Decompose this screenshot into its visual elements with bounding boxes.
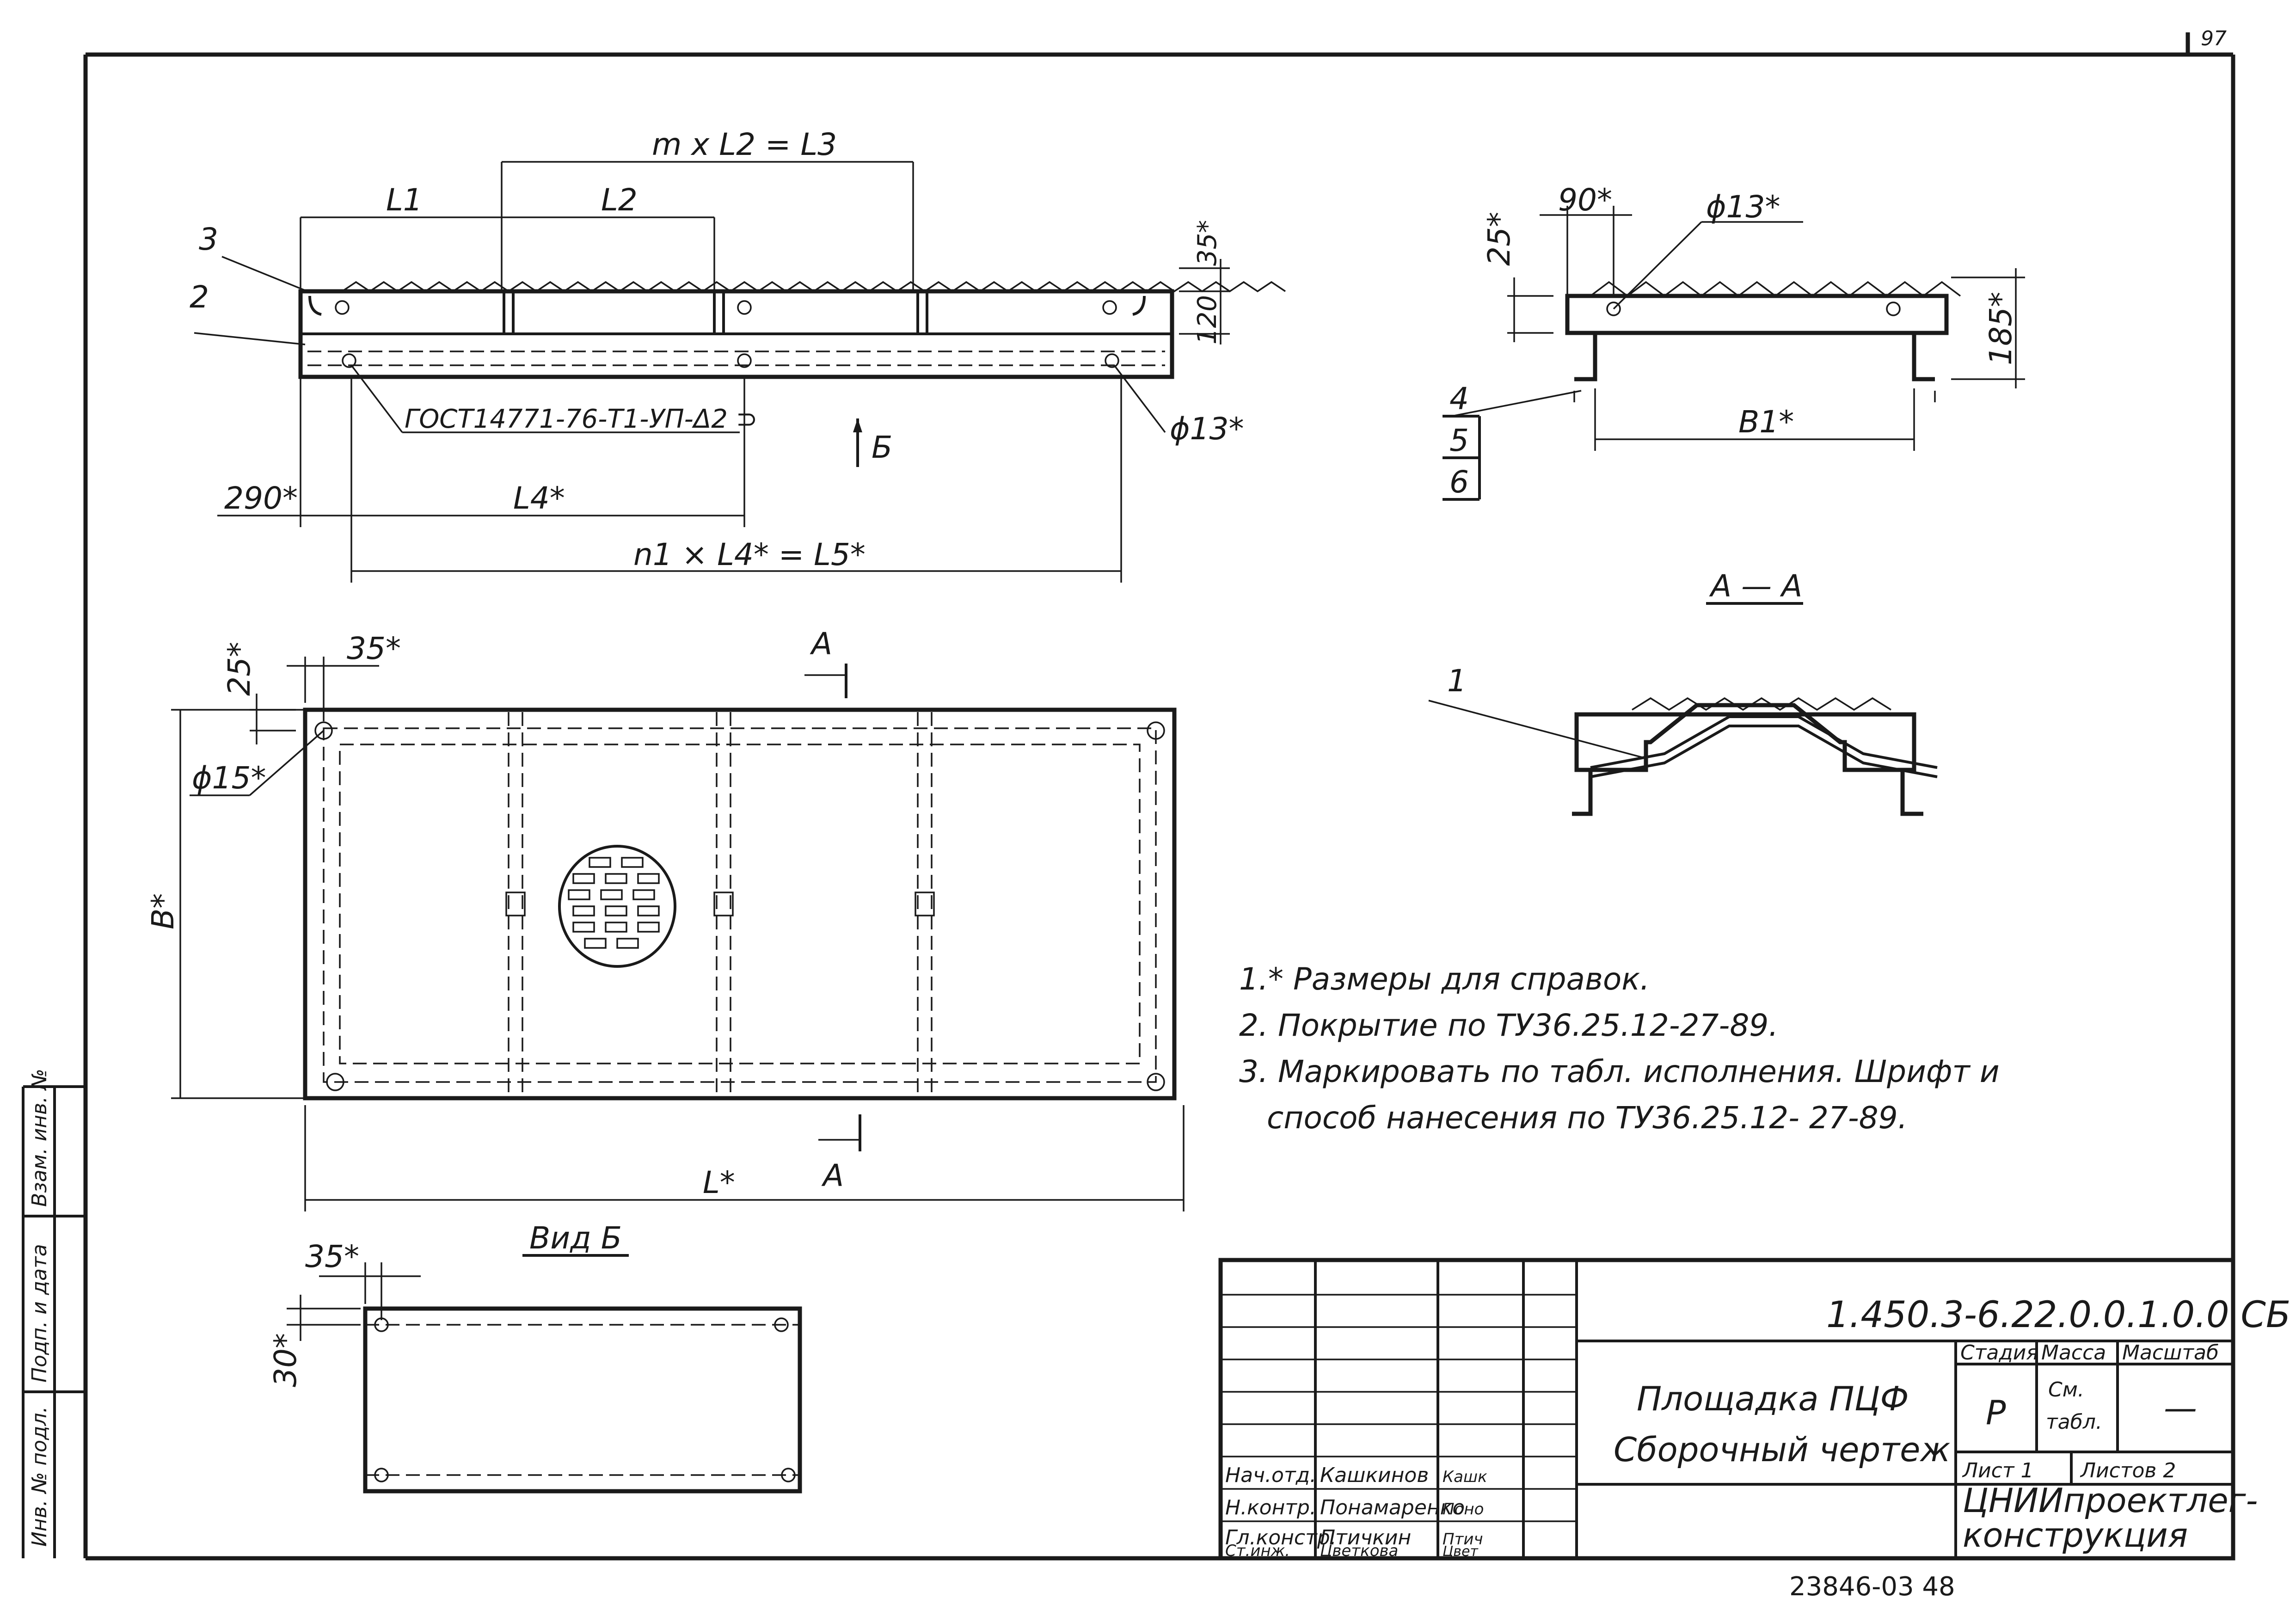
scale-header: Масштаб — [2122, 1341, 2219, 1365]
weld-note: ГОСТ14771-76-Т1-УП-Δ2 ⊃ — [405, 404, 758, 434]
section-mark-a-top: А — [810, 626, 832, 662]
sig-role-1: Нач.отд. — [1225, 1463, 1316, 1487]
mass-value-1: См. — [2048, 1378, 2084, 1402]
sig-name-3: Птичкин — [1320, 1526, 1411, 1549]
dim-phi13-plan: ϕ13* — [1170, 411, 1244, 447]
dim-185: 185* — [1983, 292, 2019, 365]
org-line-1: ЦНИИпроектлег- — [1963, 1481, 2258, 1520]
sig-name-2: Понамаренко — [1320, 1496, 1465, 1519]
sig-sign-2: Поно — [1443, 1500, 1484, 1519]
section-view — [1443, 206, 2025, 501]
side-stamp-podp-data: Подп. и дата — [28, 1244, 51, 1383]
side-stamp-vzam-inv: Взам. инв. № — [28, 1069, 51, 1207]
sheet-number-top: 97 — [2201, 27, 2227, 50]
dim-l: L* — [703, 1165, 735, 1200]
callout-2: 2 — [190, 279, 209, 315]
scale-value: — — [2164, 1389, 2197, 1427]
dim-l2: L2 — [601, 182, 638, 218]
stage-header: Стадия — [1960, 1341, 2038, 1365]
note-1: 1.* Размеры для справок. — [1239, 961, 1650, 997]
dim-35-viewb: 35* — [305, 1239, 359, 1274]
callout-5: 5 — [1449, 423, 1469, 458]
sig-sign-4: Цвет — [1443, 1543, 1479, 1560]
view-arrow-b: Б — [872, 430, 892, 465]
dim-l1: L1 — [386, 182, 423, 218]
mass-value-2: табл. — [2046, 1410, 2102, 1434]
dim-phi15: ϕ15* — [192, 760, 266, 796]
sig-sign-1: Кашк — [1443, 1468, 1487, 1486]
footer-code: 23846-03 48 — [1789, 1572, 1955, 1602]
stage-value: Р — [1986, 1393, 2006, 1432]
sig-role-2: Н.контр. — [1225, 1496, 1316, 1519]
dim-n1-l4-l5: n1 × L4* = L5* — [633, 537, 866, 572]
side-stamp — [22, 1085, 86, 1558]
dim-b: B* — [145, 893, 181, 929]
dim-m-l2-l3: m x L2 = L3 — [652, 127, 837, 162]
dim-290: 290* — [224, 480, 298, 516]
note-3: 3. Маркировать по табл. исполнения. Шриф… — [1239, 1054, 2000, 1089]
title-block-code: 1.450.3-6.22.0.0.1.0.0 СБ — [1826, 1294, 2290, 1336]
note-2: 2. Покрытие по ТУ36.25.12-27-89. — [1239, 1008, 1778, 1043]
sig-sign-3: Птич — [1443, 1530, 1483, 1549]
sheets-label: Листов 2 — [2080, 1459, 2176, 1482]
section-mark-a-bottom: А — [821, 1158, 844, 1193]
plan-view — [194, 161, 1286, 583]
dim-l4: L4* — [513, 480, 565, 516]
mass-header: Масса — [2041, 1341, 2106, 1365]
dim-phi13-section: ϕ13* — [1706, 189, 1780, 225]
note-3-cont: способ нанесения по ТУ36.25.12- 27-89. — [1267, 1100, 1908, 1136]
sheet-label: Лист 1 — [1962, 1459, 2033, 1482]
section-a-a-profile — [1428, 697, 1938, 816]
dim-25-top: 25* — [221, 642, 257, 696]
sig-name-4: Цветкова — [1320, 1542, 1398, 1560]
callout-6: 6 — [1449, 464, 1469, 500]
section-title-a-a: А — А — [1709, 568, 1802, 604]
dim-35-plan: 35* — [1192, 220, 1222, 266]
top-view — [171, 657, 1185, 1211]
dim-25-section: 25* — [1481, 212, 1517, 266]
view-b — [287, 1254, 802, 1494]
view-b-title: Вид Б — [529, 1220, 622, 1256]
dim-30-viewb: 30* — [268, 1333, 303, 1387]
side-stamp-inv-podl: Инв. № подл. — [28, 1406, 51, 1547]
callout-1: 1 — [1447, 663, 1467, 699]
dim-b1: B1* — [1738, 404, 1794, 440]
callout-3: 3 — [199, 221, 218, 257]
sig-name-1: Кашкинов — [1320, 1463, 1429, 1487]
title-line-1: Площадка ПЦФ — [1637, 1379, 1909, 1418]
sig-role-3: Гл.констр. — [1225, 1526, 1337, 1549]
org-line-2: конструкция — [1963, 1516, 2188, 1555]
dim-90: 90* — [1558, 182, 1612, 218]
title-line-2: Сборочный чертеж — [1614, 1430, 1950, 1469]
dim-120-plan: 120 — [1192, 295, 1222, 344]
callout-4: 4 — [1449, 381, 1469, 417]
sig-role-4: Ст.инж. — [1225, 1542, 1290, 1560]
title-block — [1218, 1258, 2235, 1561]
dim-35-top: 35* — [347, 631, 401, 666]
